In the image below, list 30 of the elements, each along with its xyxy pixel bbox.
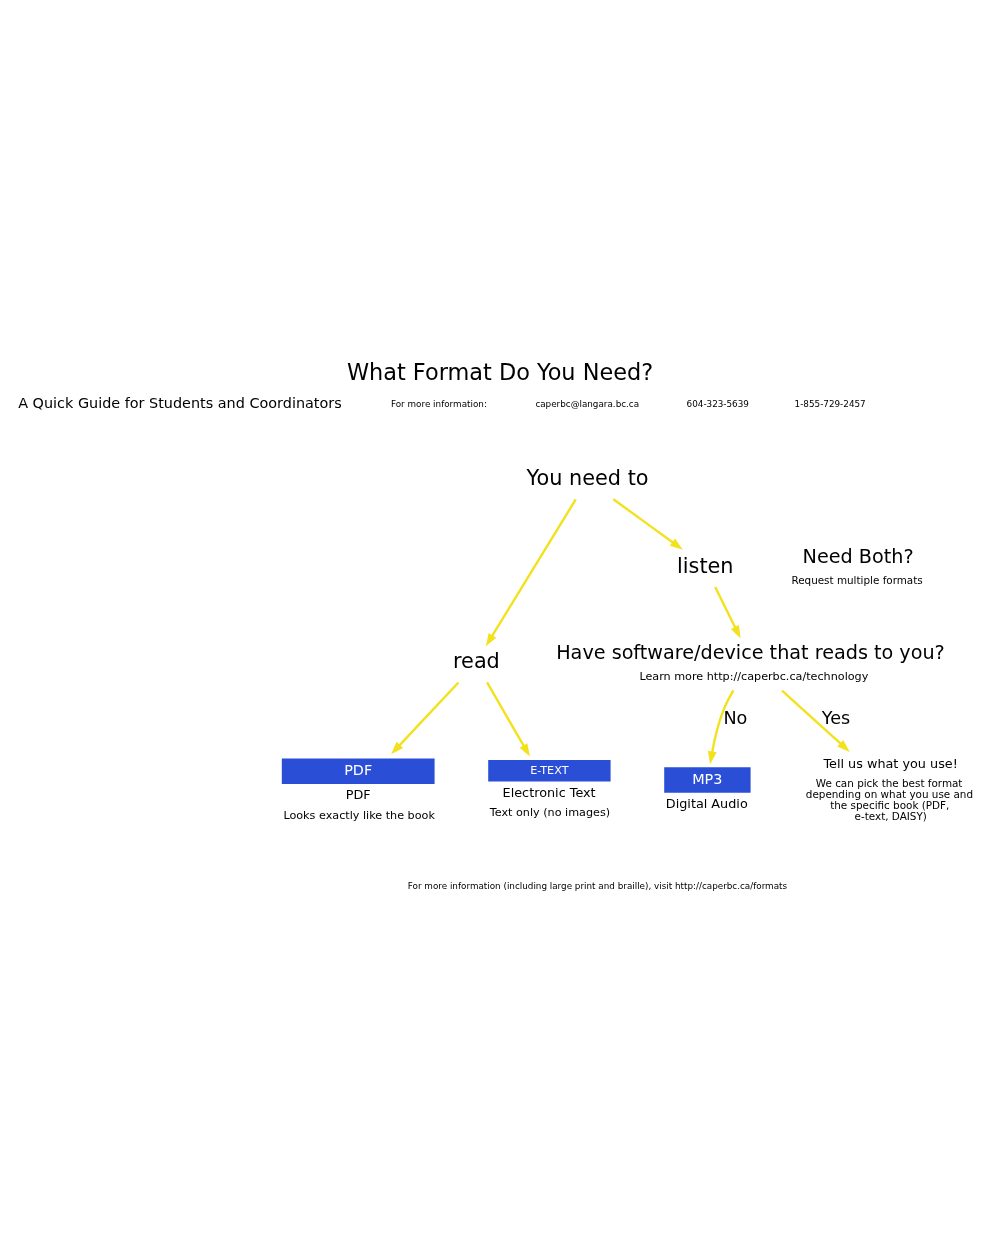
arrow bbox=[486, 681, 530, 757]
node-text: read bbox=[453, 649, 500, 674]
label: 604-323-5639 bbox=[686, 399, 749, 410]
node-label: Digital Audio bbox=[665, 795, 748, 811]
diagram-title: What Format Do You Need? bbox=[346, 359, 654, 386]
node-label: PDF bbox=[345, 787, 371, 803]
arrow bbox=[714, 586, 741, 639]
node-label: Electronic Text bbox=[502, 784, 596, 800]
node-box: E-TEXT bbox=[488, 760, 611, 782]
arrow bbox=[781, 689, 850, 752]
label: For more information (including large print and braille), visit http://caperbc.ca/formats bbox=[407, 880, 788, 891]
label: caperbc@langara.bc.ca bbox=[535, 399, 640, 410]
arrow bbox=[391, 681, 460, 755]
node-text: Have software/device that reads to you? Learn more http://caperbc.ca/technology bbox=[556, 640, 945, 683]
edge-label: No bbox=[723, 708, 748, 729]
node-text: You need to bbox=[526, 466, 649, 491]
node-label: Looks exactly like the book bbox=[283, 808, 435, 822]
label: For more information: bbox=[391, 399, 487, 410]
node-text: listen bbox=[677, 553, 734, 578]
label: A Quick Guide for Students and Coordinators bbox=[18, 395, 342, 412]
node-box: MP3 bbox=[664, 767, 751, 793]
arrow bbox=[485, 498, 577, 647]
edge-label: Yes bbox=[821, 708, 851, 729]
arrow bbox=[612, 498, 683, 550]
node-text: Need Both? Request multiple formats bbox=[791, 545, 923, 586]
arrow bbox=[707, 689, 735, 765]
label: 1-855-729-2457 bbox=[794, 399, 866, 410]
node-text: Tell us what you use! We can pick the best format depending on what you use and the specific book (PDF, e-text, DAISY) bbox=[805, 755, 974, 823]
node-label: Text only (no images) bbox=[489, 806, 611, 820]
node-box: PDF bbox=[281, 758, 435, 784]
